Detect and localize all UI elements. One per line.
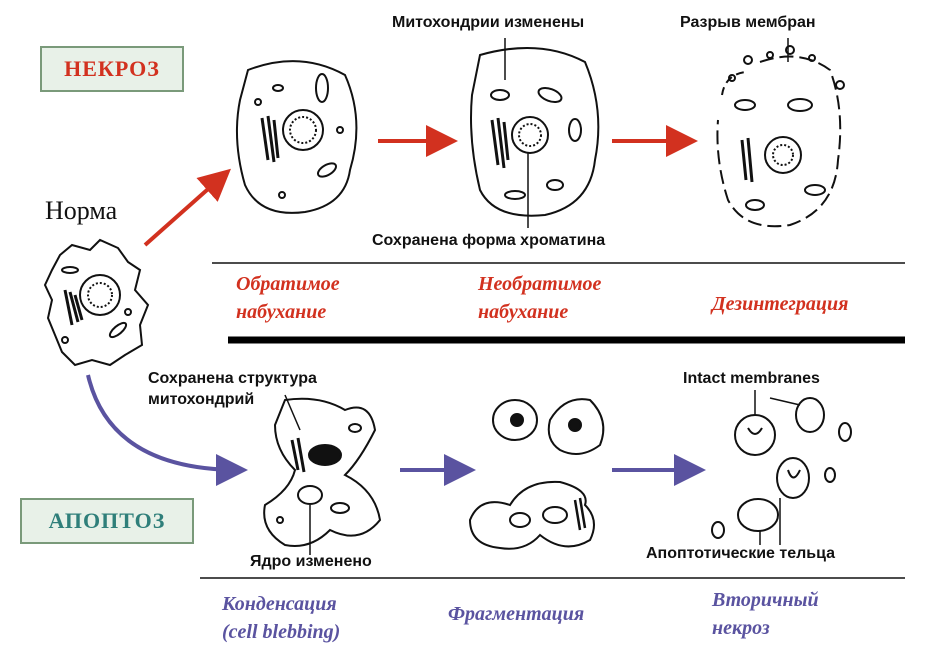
reversible-line2: набухание xyxy=(236,301,327,323)
normal-cell xyxy=(43,238,150,367)
condensation-line1: Конденсация xyxy=(222,593,337,615)
irreversible-swelling-cell xyxy=(470,38,600,228)
secondary-necrosis-label: Вторичный некроз xyxy=(712,586,819,642)
irreversible-swelling-label: Необратимое набухание xyxy=(478,270,601,326)
arrow-normal-to-condensation xyxy=(86,374,248,486)
secondary-line2: некроз xyxy=(712,617,770,639)
condensation-cell xyxy=(263,394,382,555)
disintegration-cell xyxy=(716,38,845,228)
mito-structure-line1: Сохранена структура xyxy=(148,370,317,387)
necrosis-box: НЕКРОЗ xyxy=(40,46,184,92)
apoptosis-box: АПОПТОЗ xyxy=(20,498,194,544)
reversible-swelling-label: Обратимое набухание xyxy=(236,270,340,326)
mito-structure-label: Сохранена структура митохондрий xyxy=(148,368,317,410)
secondary-line1: Вторичный xyxy=(712,589,819,611)
mitochondria-changed-label: Митохондрии изменены xyxy=(392,14,585,31)
fragmentation-label: Фрагментация xyxy=(448,603,585,625)
fragmentation-cell xyxy=(468,398,605,550)
reversible-line1: Обратимое xyxy=(236,273,340,295)
nucleus-changed-label: Ядро изменено xyxy=(250,553,372,570)
arrow-normal-to-swelling xyxy=(143,168,231,247)
disintegration-label: Дезинтеграция xyxy=(712,293,849,315)
condensation-label: Конденсация (cell blebbing) xyxy=(222,590,340,646)
mito-structure-line2: митохондрий xyxy=(148,391,255,408)
intact-membranes-label: Intact membranes xyxy=(683,370,820,387)
irreversible-line2: набухание xyxy=(478,301,569,323)
membrane-rupture-label: Разрыв мембран xyxy=(680,14,816,31)
apoptotic-bodies xyxy=(711,390,852,545)
irreversible-line1: Необратимое xyxy=(478,273,602,295)
apoptotic-bodies-label: Апоптотические тельца xyxy=(646,545,836,562)
chromatin-preserved-label: Сохранена форма хроматина xyxy=(372,232,606,249)
condensation-line2: (cell blebbing) xyxy=(222,621,341,643)
reversible-swelling-cell xyxy=(235,60,358,214)
normal-label: Норма xyxy=(45,196,118,225)
